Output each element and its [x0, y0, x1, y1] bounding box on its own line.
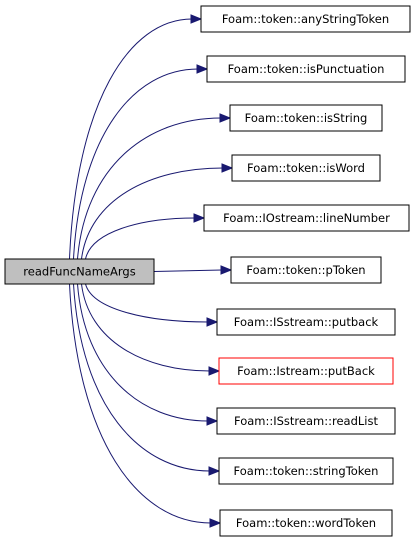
arrowhead-icon: [193, 213, 206, 223]
callee-node-box: [206, 55, 406, 83]
call-edge: [69, 18, 193, 260]
root-node-label: readFuncNameArgs: [23, 265, 135, 279]
callee-node-box: [200, 5, 411, 33]
arrowhead-icon: [220, 265, 233, 275]
callee-node-token-ispunctuation[interactable]: Foam::token::isPunctuation: [206, 55, 406, 83]
arrowhead-icon: [208, 466, 221, 476]
arrowhead-icon: [208, 366, 221, 376]
call-edge: [85, 283, 209, 323]
callee-node-box: [218, 457, 394, 485]
callee-node-token-stringtoken[interactable]: Foam::token::stringToken: [218, 457, 394, 485]
arrowhead-icon: [206, 416, 219, 426]
callee-node-label: Foam::ISstream::readList: [234, 414, 378, 428]
callee-node-label: Foam::token::isPunctuation: [228, 62, 385, 76]
arrowhead-icon: [206, 317, 219, 327]
arrowhead-icon: [190, 14, 203, 24]
arrowhead-icon: [221, 163, 234, 173]
call-edge: [73, 68, 199, 260]
callee-node-box: [216, 308, 396, 336]
arrowhead-icon: [219, 113, 232, 123]
call-edges: [69, 14, 234, 528]
callee-node-box: [218, 357, 394, 385]
callee-node-label: Foam::token::stringToken: [234, 464, 379, 478]
call-edge: [85, 217, 196, 260]
callee-node-label: Foam::ISstream::putback: [234, 315, 379, 329]
call-edge: [153, 269, 223, 272]
callee-node-token-wordtoken[interactable]: Foam::token::wordToken: [219, 509, 393, 537]
callee-node-token-ptoken[interactable]: Foam::token::pToken: [230, 256, 382, 284]
callee-node-label: Foam::token::isString: [245, 111, 368, 125]
call-edge: [81, 167, 224, 260]
callee-node-label: Foam::token::pToken: [246, 263, 365, 277]
callee-node-token-isstring[interactable]: Foam::token::isString: [229, 104, 383, 132]
callee-node-label: Foam::IOstream::lineNumber: [223, 211, 390, 225]
callee-node-box: [230, 256, 382, 284]
call-edge: [77, 283, 209, 422]
callee-node-label: Foam::Istream::putBack: [237, 364, 375, 378]
arrowhead-icon: [209, 518, 222, 528]
callee-node-box: [219, 509, 393, 537]
callee-nodes: Foam::token::anyStringTokenFoam::token::…: [200, 5, 411, 537]
callee-node-label: Foam::token::isWord: [247, 161, 365, 175]
callee-node-box: [231, 154, 381, 182]
callee-node-istream-putback[interactable]: Foam::Istream::putBack: [218, 357, 394, 385]
arrowhead-icon: [196, 64, 209, 74]
callee-node-box: [203, 204, 410, 232]
callee-node-label: Foam::token::anyStringToken: [222, 12, 389, 26]
callee-node-token-isword[interactable]: Foam::token::isWord: [231, 154, 381, 182]
callee-node-box: [229, 104, 383, 132]
root-node[interactable]: readFuncNameArgs: [4, 258, 155, 285]
call-edge: [69, 283, 212, 524]
callee-node-isstream-readlist[interactable]: Foam::ISstream::readList: [216, 407, 396, 435]
callee-node-token-anystringtoken[interactable]: Foam::token::anyStringToken: [200, 5, 411, 33]
call-edge: [81, 283, 211, 372]
callee-node-label: Foam::token::wordToken: [236, 516, 376, 530]
call-edge: [73, 283, 211, 472]
callee-node-isstream-putback[interactable]: Foam::ISstream::putback: [216, 308, 396, 336]
callee-node-box: [216, 407, 396, 435]
callee-node-iostream-linenumber[interactable]: Foam::IOstream::lineNumber: [203, 204, 410, 232]
call-edge: [77, 117, 222, 260]
